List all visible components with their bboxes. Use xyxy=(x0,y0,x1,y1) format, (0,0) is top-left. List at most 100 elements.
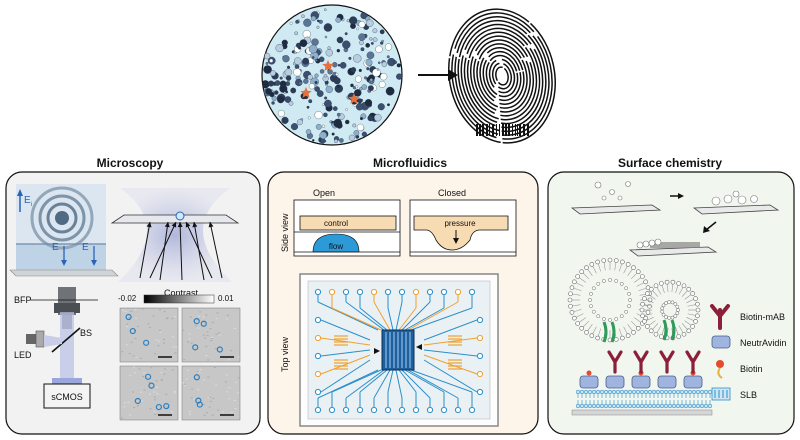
particle xyxy=(380,73,388,81)
noise xyxy=(183,383,186,385)
scattering-beam xyxy=(110,188,240,282)
particle xyxy=(303,78,309,84)
noise xyxy=(188,411,191,413)
lipid-head xyxy=(613,258,619,263)
arrow-head xyxy=(703,226,710,233)
noise xyxy=(228,398,231,400)
particle xyxy=(369,78,373,82)
noise xyxy=(216,312,219,314)
fingerprint-ridge xyxy=(463,27,541,125)
lipid-head xyxy=(589,291,593,296)
particle xyxy=(354,89,362,97)
particle xyxy=(325,85,333,94)
lipid-head xyxy=(624,309,629,314)
barcode-bar xyxy=(523,124,525,136)
noise xyxy=(130,341,133,343)
lipid-head xyxy=(675,403,681,409)
lipid-head xyxy=(648,328,654,334)
lipid-head xyxy=(673,302,678,306)
fingerprint-ridge xyxy=(482,50,522,102)
noise xyxy=(191,388,194,390)
lipid-head xyxy=(695,389,701,395)
particle xyxy=(352,123,357,128)
particles xyxy=(262,8,402,144)
lipid-head xyxy=(603,389,609,395)
lipid-head xyxy=(660,309,665,314)
lipid-head xyxy=(575,403,581,409)
particle xyxy=(290,123,299,131)
particle xyxy=(396,63,401,68)
lipid-head xyxy=(619,314,624,319)
particle xyxy=(308,99,313,104)
noise xyxy=(121,417,124,419)
particle xyxy=(323,112,328,118)
barcode-bar xyxy=(496,124,497,136)
channel xyxy=(407,369,459,399)
port xyxy=(356,406,364,414)
particle xyxy=(277,109,285,117)
surface-proteins xyxy=(579,350,703,389)
lipid-head xyxy=(687,389,693,395)
particle xyxy=(346,19,350,23)
lipid-head xyxy=(575,389,581,395)
lipid-head xyxy=(595,403,601,409)
lipid-head xyxy=(703,389,709,395)
lipid-head xyxy=(583,403,589,409)
lipid-head xyxy=(596,314,601,319)
fingerprint-ridge xyxy=(454,16,550,136)
channel xyxy=(320,319,371,341)
noise xyxy=(166,317,169,319)
particle xyxy=(269,70,276,77)
lipid-head xyxy=(675,389,681,395)
lipid-head xyxy=(635,389,641,395)
noise xyxy=(209,400,212,402)
port xyxy=(314,352,322,360)
noise xyxy=(165,393,168,395)
noise xyxy=(163,311,166,313)
port xyxy=(440,288,448,296)
channel xyxy=(401,369,431,399)
lipid-head xyxy=(595,259,600,265)
lipid-head xyxy=(647,303,652,309)
noise xyxy=(204,337,207,339)
noise xyxy=(189,413,192,415)
noise xyxy=(215,384,218,386)
lipid-head xyxy=(664,279,670,285)
lipid-head xyxy=(607,403,613,409)
scatter-ray xyxy=(159,221,169,281)
lipid-head xyxy=(648,286,654,292)
barcode-bar xyxy=(499,124,500,136)
particle xyxy=(375,45,383,53)
particle xyxy=(344,32,348,36)
lipid-head xyxy=(607,389,613,395)
particle xyxy=(320,138,326,144)
port xyxy=(454,406,462,414)
lipid-head xyxy=(667,389,673,395)
noise xyxy=(209,328,212,330)
lipid-head xyxy=(690,291,695,296)
noise xyxy=(206,331,209,333)
microscopy-image-tile xyxy=(181,307,241,363)
particle xyxy=(366,67,370,71)
noise xyxy=(234,408,237,410)
side-view-label: Side view xyxy=(280,213,290,252)
channel xyxy=(345,301,385,331)
noise xyxy=(209,396,212,398)
particle xyxy=(325,49,333,57)
lipid-head xyxy=(667,300,672,304)
port xyxy=(476,388,484,396)
lipid-head xyxy=(611,403,617,409)
channel xyxy=(404,307,445,331)
control-label: control xyxy=(324,219,348,228)
antibody-icon xyxy=(659,350,675,374)
antibody-icon xyxy=(633,350,649,374)
particle xyxy=(268,80,275,87)
particle xyxy=(323,23,333,32)
barcode-bar xyxy=(512,124,513,136)
lipid-head xyxy=(673,314,678,318)
neutravidin-icon xyxy=(683,375,703,389)
noise xyxy=(142,376,145,378)
particle xyxy=(274,80,281,86)
noise xyxy=(158,330,161,332)
